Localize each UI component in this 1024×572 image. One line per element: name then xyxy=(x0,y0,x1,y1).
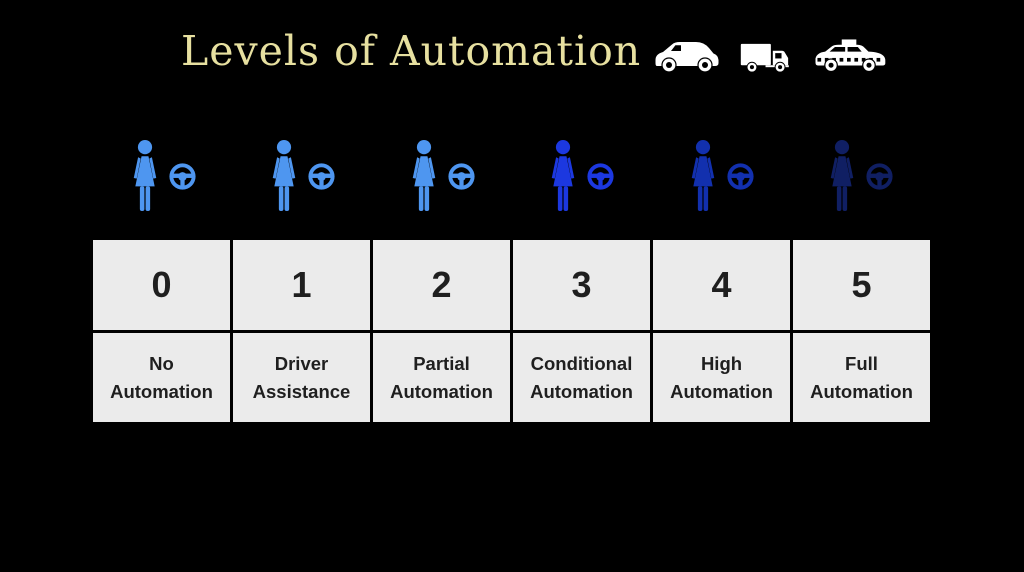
level-number-cell: 3 xyxy=(513,240,650,330)
driver-icon-level-5 xyxy=(791,139,931,213)
driver-icon-level-1 xyxy=(233,139,373,213)
page-title: Levels of Automation xyxy=(181,27,642,75)
driver-icons-row xyxy=(93,139,930,213)
automation-levels-table: 0 1 2 3 4 5 No Automation Driver Assista… xyxy=(93,240,930,422)
vehicle-icons-row xyxy=(652,38,890,73)
level-label-cell: Full Automation xyxy=(793,333,930,422)
woman-silhouette-icon xyxy=(412,140,435,212)
level-label-cell: Driver Assistance xyxy=(233,333,370,422)
steering-wheel-icon xyxy=(308,162,335,190)
car-icon xyxy=(655,42,719,73)
driver-icon-level-0 xyxy=(93,139,233,213)
steering-wheel-icon xyxy=(727,162,754,190)
woman-silhouette-icon xyxy=(273,140,296,212)
level-label-cell: No Automation xyxy=(93,333,230,422)
level-number-cell: 5 xyxy=(793,240,930,330)
level-number-cell: 2 xyxy=(373,240,510,330)
driver-icon-level-2 xyxy=(372,139,512,213)
steering-wheel-icon xyxy=(169,162,196,190)
level-number-cell: 0 xyxy=(93,240,230,330)
driver-icon-level-4 xyxy=(651,139,791,213)
level-label-cell: High Automation xyxy=(653,333,790,422)
steering-wheel-icon xyxy=(587,162,614,190)
steering-wheel-icon xyxy=(448,162,475,190)
level-number-cell: 1 xyxy=(233,240,370,330)
level-number-cell: 4 xyxy=(653,240,790,330)
driver-icon-level-3 xyxy=(512,139,652,213)
woman-silhouette-icon xyxy=(552,140,575,212)
level-label-cell: Partial Automation xyxy=(373,333,510,422)
woman-silhouette-icon xyxy=(691,140,714,212)
steering-wheel-icon xyxy=(866,162,893,190)
woman-silhouette-icon xyxy=(133,140,156,212)
woman-silhouette-icon xyxy=(831,140,854,212)
level-label-cell: Conditional Automation xyxy=(513,333,650,422)
taxi-icon xyxy=(815,39,886,73)
truck-icon xyxy=(740,43,789,73)
